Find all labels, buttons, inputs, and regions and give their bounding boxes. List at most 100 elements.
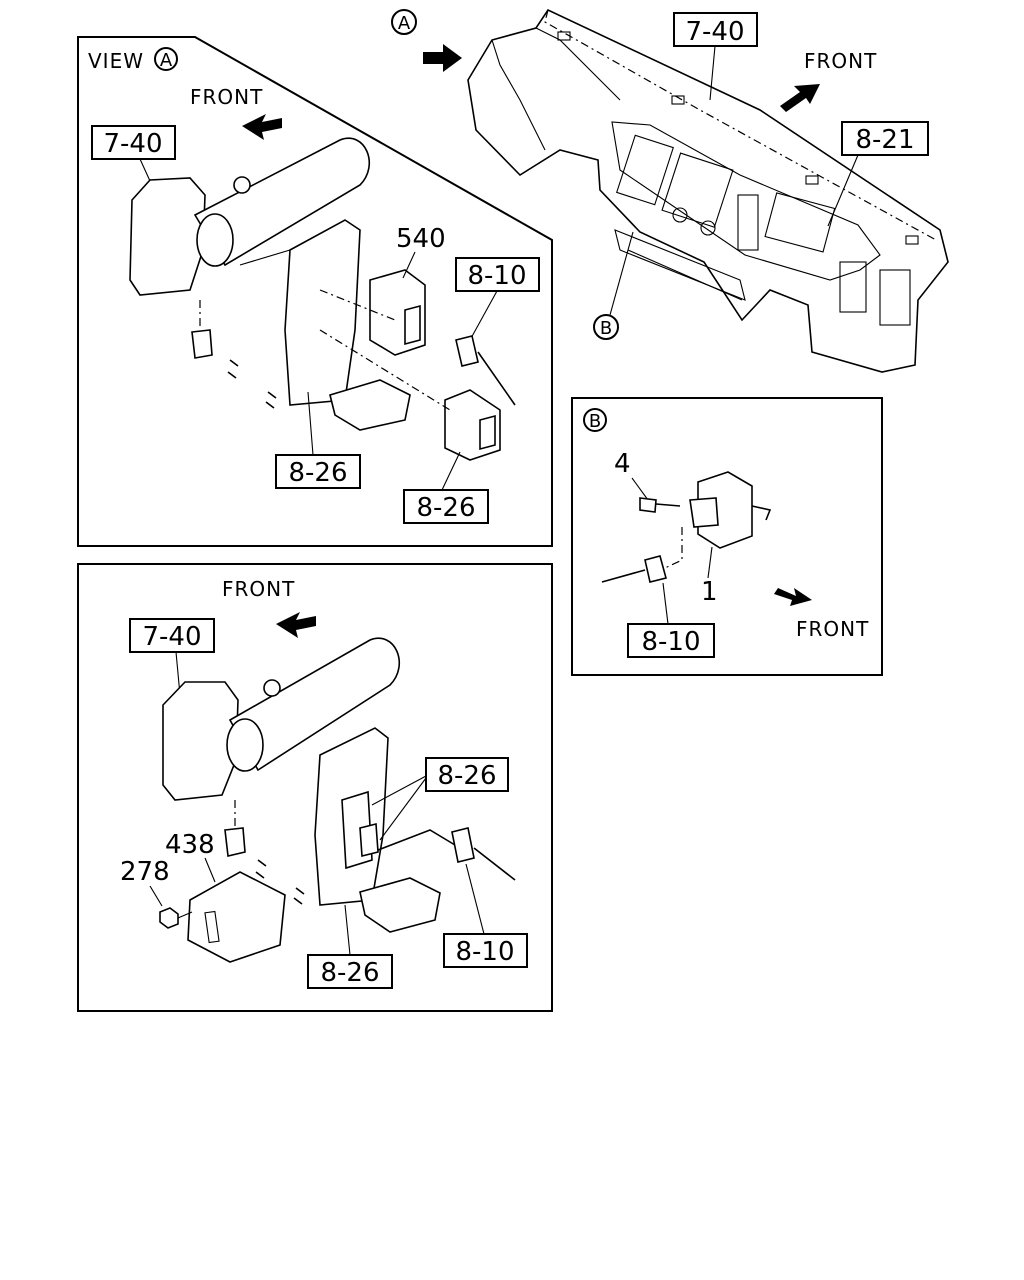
label-box-7-40-lower xyxy=(129,618,215,653)
module-438-slot xyxy=(204,910,220,944)
front-label-b: FRONT xyxy=(796,617,869,641)
switch-column-right xyxy=(839,261,867,313)
part-label-7-40-view-a: 7-40 xyxy=(103,129,162,159)
knob-left xyxy=(672,207,688,223)
lower-panel-line xyxy=(627,249,743,301)
leader-b xyxy=(609,231,634,316)
relay-lower-socket xyxy=(479,414,496,451)
vent-left xyxy=(616,134,674,206)
label-box-8-10-view-a xyxy=(455,257,540,292)
tube-bolt xyxy=(233,176,251,194)
instrument-cluster xyxy=(611,121,881,281)
front-arrow-b xyxy=(774,588,812,606)
connector-wire-lower xyxy=(473,847,516,881)
leader-8-10-lower xyxy=(465,863,485,935)
leader-4 xyxy=(631,477,649,501)
label-box-8-21 xyxy=(841,121,929,156)
connector-8-10-lower xyxy=(451,827,475,863)
label-box-8-26-lower xyxy=(307,954,393,989)
leader-278 xyxy=(149,885,163,907)
leader-8-21 xyxy=(827,154,859,227)
part-label-8-26-upper: 8-26 xyxy=(437,761,496,791)
nut-278 xyxy=(159,907,179,929)
relay-540-socket xyxy=(404,304,421,346)
part-label-7-40: 7-40 xyxy=(685,17,744,47)
stud-lower-2 xyxy=(293,887,305,905)
connector-8-10-view-a xyxy=(455,335,479,367)
dashboard-overview: A 7-40 FRONT 8-21 B xyxy=(391,8,949,373)
nut-link xyxy=(177,911,193,919)
gauge-panel xyxy=(764,192,836,253)
front-arrow-lower xyxy=(276,612,316,638)
part-label-540: 540 xyxy=(396,224,446,254)
switch-column xyxy=(737,194,759,251)
front-label-lower: FRONT xyxy=(222,577,295,601)
leader-8-26-right xyxy=(441,451,461,491)
part-label-8-10-lower: 8-10 xyxy=(455,937,514,967)
front-arrow-top xyxy=(780,84,820,112)
small-plate xyxy=(191,329,213,359)
lower-panel xyxy=(614,229,746,301)
dash-tab xyxy=(905,235,919,245)
relay-1 xyxy=(697,471,753,549)
leader-8-26-left xyxy=(307,391,314,456)
dashboard-edge xyxy=(491,27,621,151)
detail-b-panel: B 4 1 8-10 FRONT xyxy=(571,397,883,676)
relay-1-socket xyxy=(689,497,719,528)
tube-end xyxy=(196,213,234,267)
label-box-8-26-left xyxy=(275,454,361,489)
steering-tube-lower xyxy=(228,637,401,772)
part-label-1: 1 xyxy=(701,577,718,607)
lower-view-frame xyxy=(77,563,553,1012)
front-arrow-view-a xyxy=(242,114,282,140)
bolt-4 xyxy=(639,497,657,513)
harness-lower xyxy=(377,829,456,851)
view-a-marker: A xyxy=(398,13,411,34)
dash-link-lower xyxy=(319,329,451,411)
support-frame xyxy=(284,219,361,406)
leader-1 xyxy=(707,546,713,579)
connector-8-10-b xyxy=(644,555,667,583)
bolt-shank xyxy=(655,503,681,507)
front-label-top: FRONT xyxy=(804,49,877,73)
front-label-view-a: FRONT xyxy=(190,85,263,109)
frame-foot xyxy=(329,379,411,431)
part-label-278: 278 xyxy=(120,857,170,887)
label-box-7-40-view-a xyxy=(91,125,176,160)
part-label-8-10-b: 8-10 xyxy=(641,627,700,657)
side-vent xyxy=(879,269,911,326)
view-a-direction-arrow xyxy=(423,44,462,72)
label-box-8-10-b xyxy=(627,623,715,658)
leader-8-10-view-a xyxy=(469,290,498,341)
dash-link-b xyxy=(664,527,683,569)
leader-540 xyxy=(402,251,416,279)
label-box-8-26-upper xyxy=(425,757,509,792)
part-label-8-21: 8-21 xyxy=(855,125,914,155)
dash-tab xyxy=(671,95,685,105)
label-box-8-26-right xyxy=(403,489,489,524)
detail-b-marker: B xyxy=(600,318,612,339)
view-a-title-marker: A xyxy=(160,50,173,71)
dashboard-outline xyxy=(467,8,949,373)
vent-center xyxy=(661,152,734,228)
view-a-frame xyxy=(77,36,553,547)
detail-b-title-circle xyxy=(583,408,607,432)
dash-tab xyxy=(805,175,819,185)
small-plate-lower xyxy=(224,827,246,857)
leader-8-26-upper-a xyxy=(371,775,427,806)
tube-end-lower xyxy=(226,718,264,772)
part-label-4: 4 xyxy=(614,449,631,479)
view-a-panel: VIEW A FRONT 7-40 540 8-10 xyxy=(77,36,553,547)
view-a-title-circle xyxy=(154,47,178,71)
view-a-marker-circle xyxy=(391,9,417,35)
relay-socket-lower xyxy=(359,822,379,858)
dash-tab xyxy=(557,31,571,41)
part-label-8-10-view-a: 8-10 xyxy=(467,261,526,291)
connector-wire-view-a xyxy=(477,351,516,406)
stud-1 xyxy=(227,359,239,379)
leader-8-26-lower xyxy=(344,904,351,956)
detail-b-marker-circle xyxy=(593,314,619,340)
stud-lower-1 xyxy=(255,859,267,879)
leader-7-40 xyxy=(709,45,716,101)
